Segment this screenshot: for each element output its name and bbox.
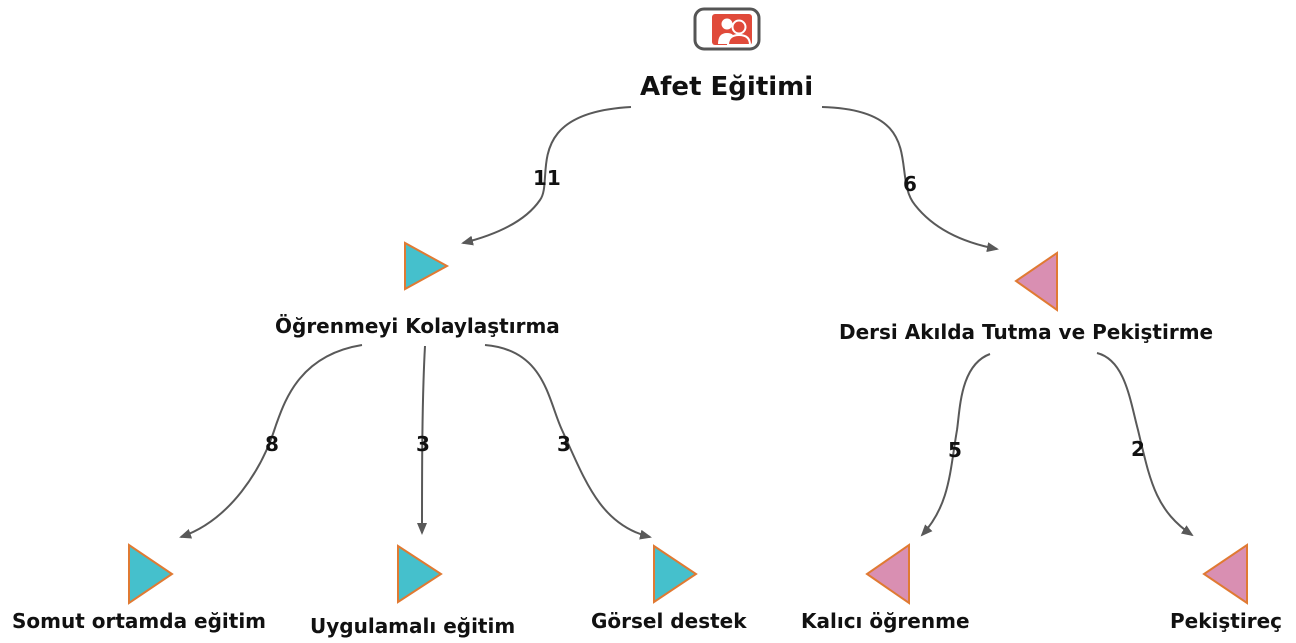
branch-label-2[interactable]: Dersi Akılda Tutma ve Pekiştirme <box>839 320 1214 344</box>
edge-branch-1-leaf-2 <box>417 345 428 535</box>
edge-count-leaf-1: 8 <box>265 432 279 456</box>
edge-branch-2-leaf-2 <box>1096 352 1194 537</box>
node-marker-branch-1 <box>404 241 450 291</box>
edge-branch-2-leaf-1 <box>920 353 991 537</box>
leaf-label-5[interactable]: Pekiştireç <box>1170 609 1282 633</box>
node-marker-leaf-4 <box>865 543 910 605</box>
leaf-label-1[interactable]: Somut ortamda eğitim <box>12 609 267 633</box>
user-group-icon <box>693 7 761 51</box>
node-marker-leaf-2 <box>397 544 443 604</box>
node-marker-leaf-1 <box>128 543 174 605</box>
leaf-label-4[interactable]: Kalıcı öğrenme <box>801 609 970 633</box>
edge-count-leaf-4: 5 <box>948 438 962 462</box>
root-label[interactable]: Afet Eğitimi <box>640 72 814 102</box>
edge-count-branch-1: 11 <box>533 166 561 190</box>
edge-branch-1-leaf-3 <box>484 344 652 540</box>
edge-root-branch-2 <box>821 106 999 253</box>
edge-branch-1-leaf-1 <box>179 344 363 539</box>
edge-count-branch-2: 6 <box>903 172 917 196</box>
edge-count-leaf-3: 3 <box>557 432 571 456</box>
leaf-label-2[interactable]: Uygulamalı eğitim <box>310 614 516 638</box>
edge-count-leaf-2: 3 <box>416 432 430 456</box>
leaf-label-3[interactable]: Görsel destek <box>591 609 747 633</box>
branch-label-1[interactable]: Öğrenmeyi Kolaylaştırma <box>275 314 560 338</box>
edge-root-branch-1 <box>461 106 632 246</box>
node-marker-branch-2 <box>1014 251 1058 312</box>
node-marker-leaf-5 <box>1202 543 1248 605</box>
node-marker-leaf-3 <box>653 544 698 604</box>
edge-count-leaf-5: 2 <box>1131 437 1145 461</box>
